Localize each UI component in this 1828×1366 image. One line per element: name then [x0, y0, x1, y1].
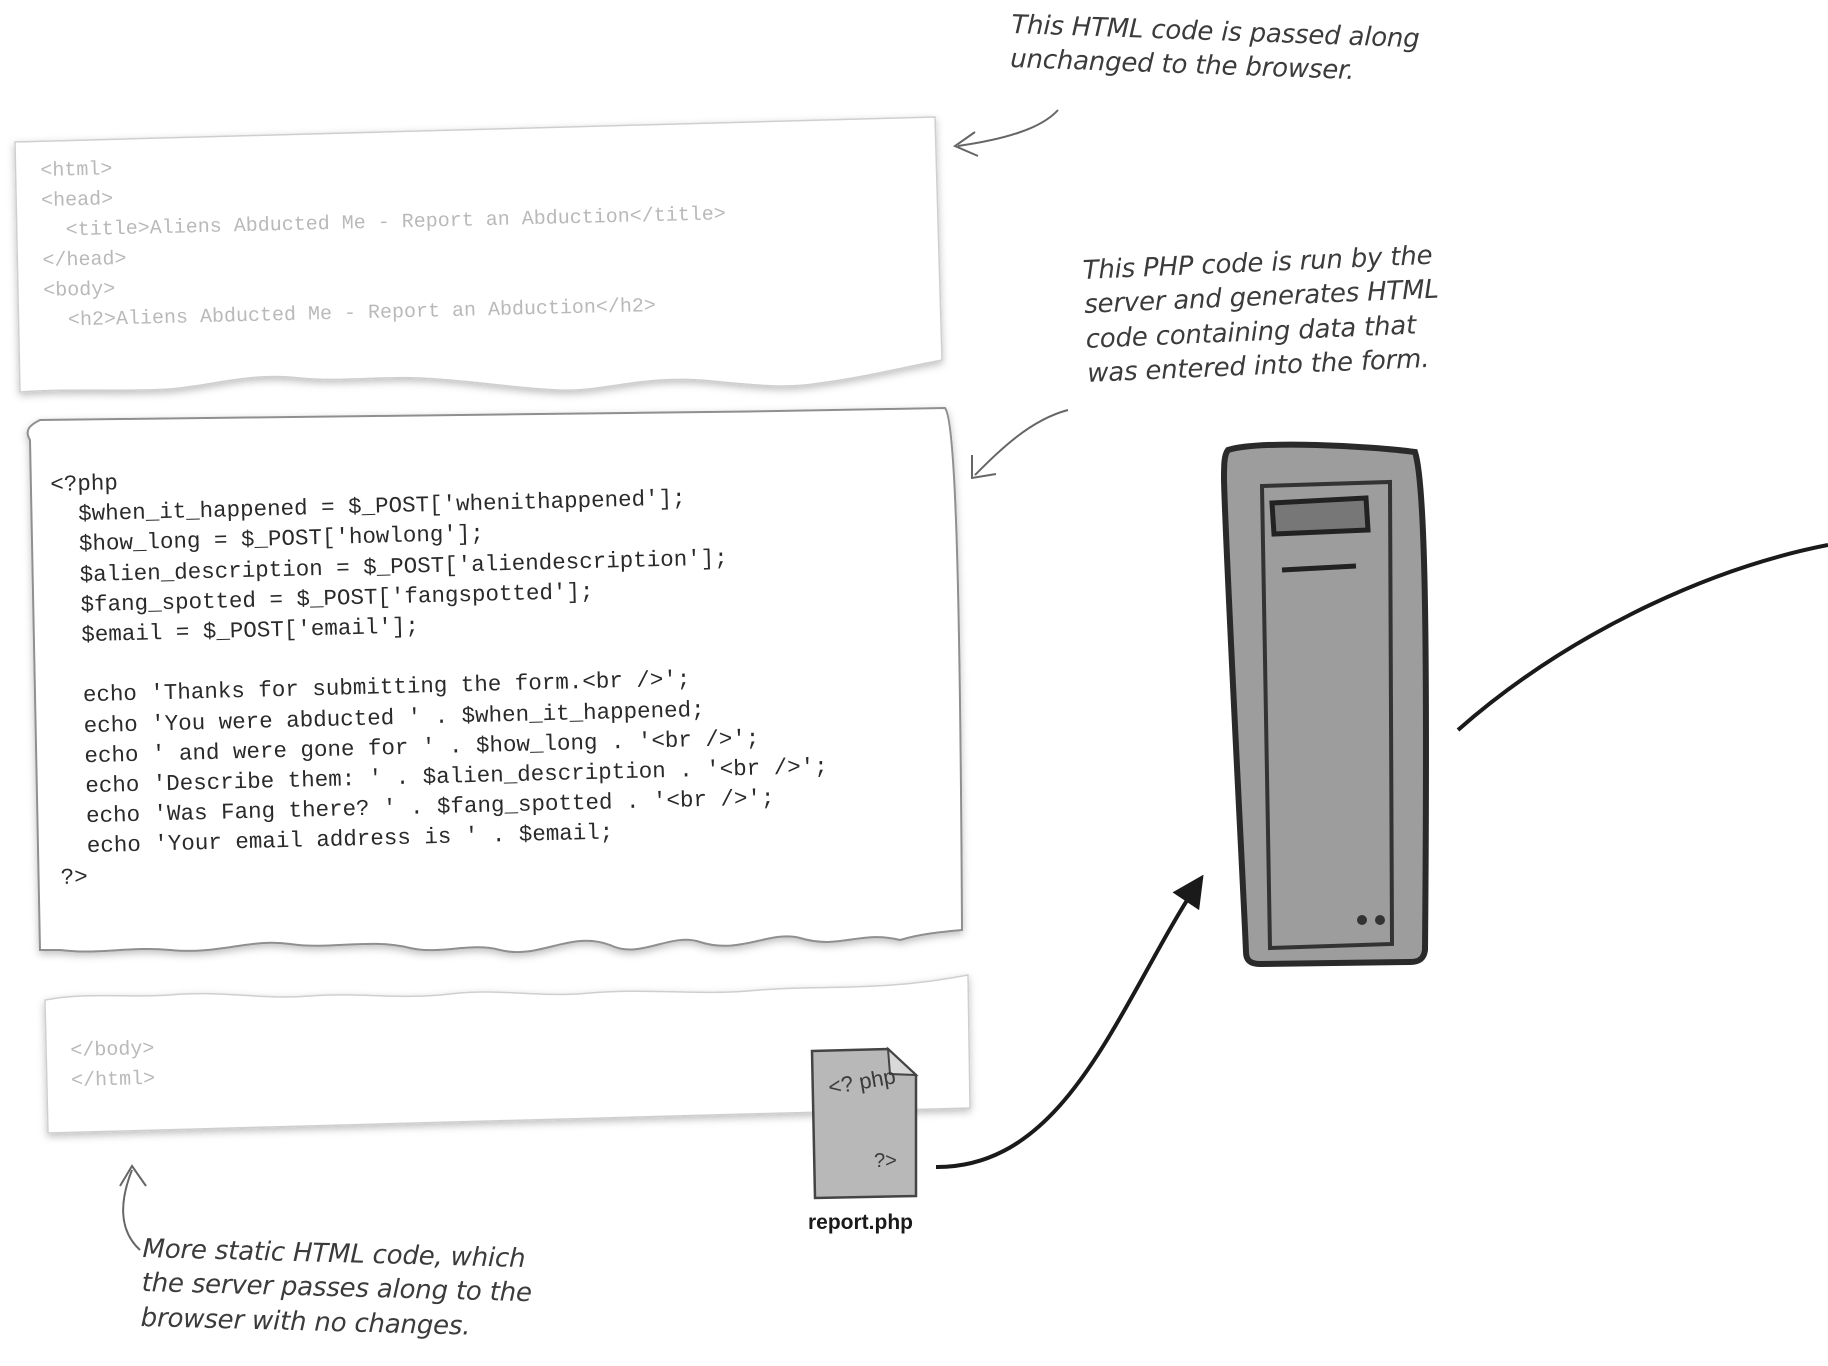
annotation-php-run-by-server: This PHP code is run by the server and g…: [1082, 240, 1440, 389]
server-led-1: [1357, 915, 1367, 925]
flow-arrow-file-to-server: [935, 874, 1204, 1170]
html-top-code-block: <html> <head> <title>Aliens Abducted Me …: [40, 158, 727, 333]
pointer-line-bottom: [122, 1169, 141, 1251]
pointer-arrowhead-bottom: [119, 1164, 147, 1187]
php-file-icon-fold: [886, 1046, 919, 1077]
php-file-icon: [810, 1047, 918, 1200]
php-paper: [26, 406, 964, 954]
annotation-static-html: More static HTML code, which the server …: [140, 1233, 533, 1342]
server-icon: [1220, 441, 1429, 968]
pointer-line-top: [957, 109, 1059, 147]
php-code-block: <?php $when_it_happened = $_POST['whenit…: [50, 470, 829, 891]
php-file-icon-close-tag: ?>: [874, 1150, 897, 1172]
pointer-line-middle: [974, 409, 1069, 476]
server-slot-line: [1281, 563, 1357, 573]
annotation-html-passed-unchanged: This HTML code is passed along unchanged…: [1009, 9, 1421, 87]
server-led-2: [1375, 915, 1385, 925]
html-bottom-paper: [44, 974, 971, 1134]
pointer-arrowhead-middle: [971, 455, 997, 480]
html-bottom-code-block: </body> </html>: [70, 1037, 156, 1093]
php-file-label: report.php: [808, 1211, 913, 1234]
server-drive-slot: [1269, 495, 1371, 537]
flow-arrow-server-out: [1456, 543, 1828, 732]
server-front-panel: [1259, 479, 1395, 951]
pointer-arrowhead-top: [952, 131, 979, 157]
html-top-paper: [14, 116, 943, 393]
